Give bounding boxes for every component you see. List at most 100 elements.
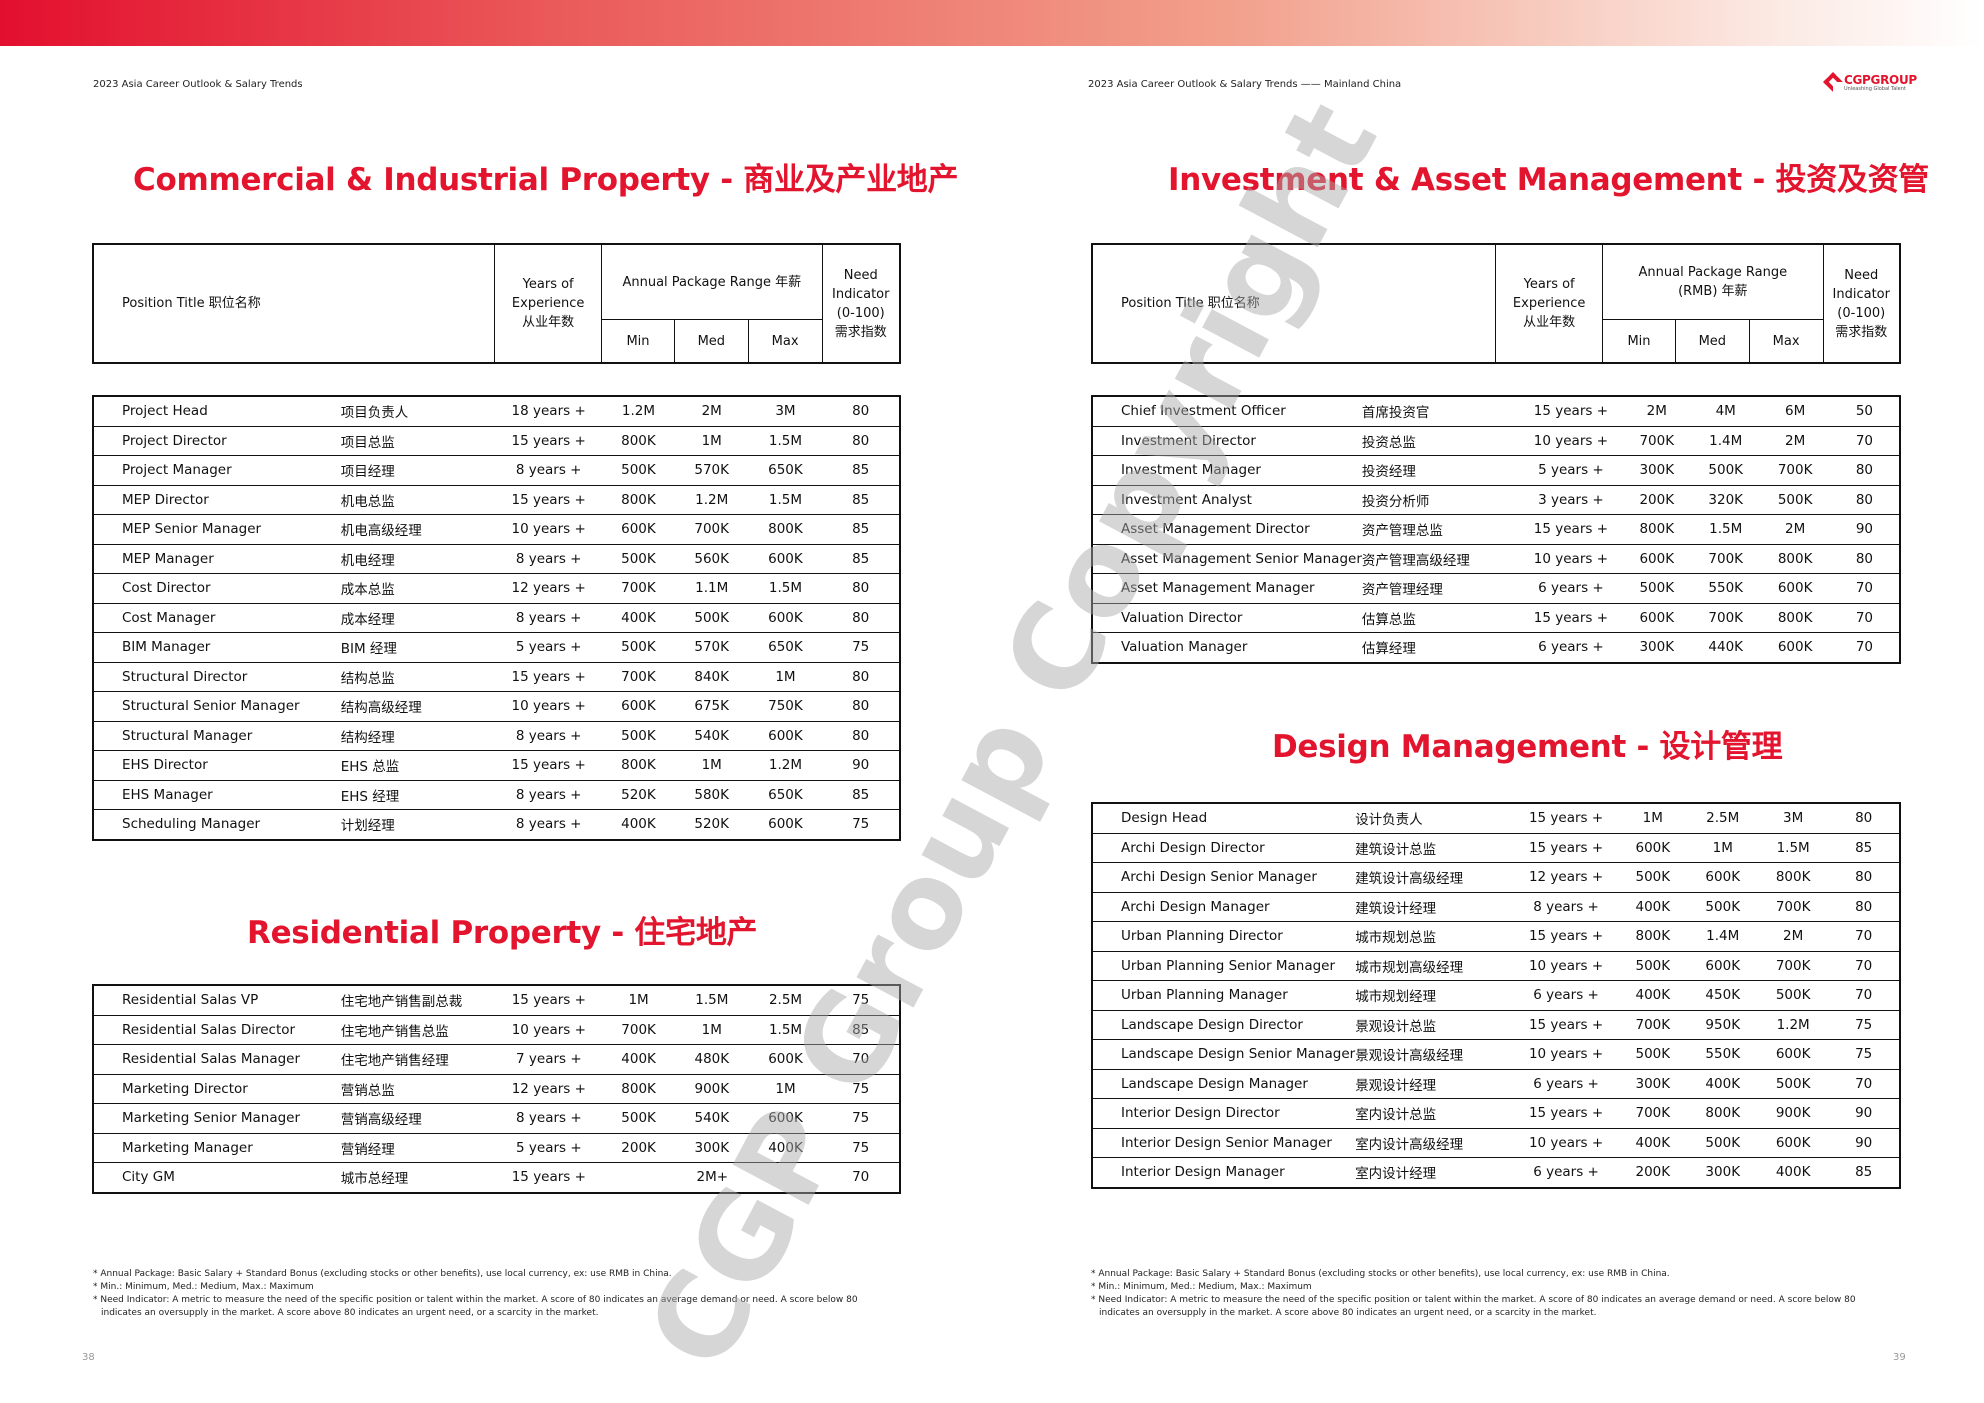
cell-position-cn: EHS 经理 [340, 780, 496, 810]
cell-need: 80 [822, 603, 900, 633]
logo-mark-icon [1823, 72, 1843, 92]
cell-years: 15 years + [1519, 396, 1623, 427]
cell-med: 520K [674, 809, 749, 840]
cell-years: 15 years + [495, 662, 603, 692]
cell-years: 8 years + [1514, 892, 1619, 922]
cell-position-en: Archi Design Senior Manager [1092, 862, 1356, 893]
cell-max: 800K [1760, 603, 1830, 633]
cell-position-en: Archi Design Manager [1092, 892, 1356, 922]
cell-package: 2M+ [602, 1162, 823, 1193]
cell-max: 2.5M [748, 985, 823, 1016]
cell-med: 1.2M [674, 485, 749, 515]
cell-max: 700K [1760, 455, 1830, 486]
cell-years: 10 years + [1514, 1039, 1619, 1070]
cell-years: 10 years + [495, 514, 603, 545]
cell-position-en: BIM Manager [93, 632, 341, 663]
cell-position-en: Asset Management Senior Manager [1092, 544, 1362, 574]
cell-position-en: Investment Analyst [1092, 485, 1362, 515]
cell-min: 800K [602, 426, 675, 456]
cell-need: 90 [1828, 1128, 1900, 1158]
cell-min: 300K [1622, 455, 1692, 486]
cell-min: 500K [602, 632, 675, 663]
cell-position-cn: 资产管理经理 [1361, 573, 1520, 604]
cell-max: 650K [748, 780, 823, 810]
cell-min: 700K [1622, 426, 1692, 456]
right-footnotes: * Annual Package: Basic Salary + Standar… [1091, 1269, 1856, 1318]
cell-need: 80 [1828, 892, 1900, 922]
cell-max: 3M [1757, 803, 1829, 834]
cell-position-en: Structural Manager [93, 721, 341, 751]
cell-min: 300K [1618, 1069, 1688, 1099]
cell-need: 75 [822, 1103, 900, 1134]
cell-years: 10 years + [495, 1015, 603, 1045]
cell-years: 18 years + [495, 396, 603, 427]
cell-max: 3M [748, 396, 823, 427]
cell-max: 650K [748, 632, 823, 663]
cell-position-cn: 项目经理 [340, 455, 496, 486]
cell-position-cn: 投资分析师 [1361, 485, 1520, 515]
cell-med: 700K [1691, 603, 1761, 633]
cell-max: 400K [748, 1133, 823, 1163]
cell-med: 1.1M [674, 573, 749, 604]
cell-med: 320K [1691, 485, 1761, 515]
cell-need: 80 [1828, 862, 1900, 893]
cell-need: 80 [822, 662, 900, 692]
cell-position-en: Investment Manager [1092, 455, 1362, 486]
cell-max: 500K [1760, 485, 1830, 515]
cell-need: 75 [822, 985, 900, 1016]
cell-position-en: Project Director [93, 426, 341, 456]
cell-min: 200K [1618, 1157, 1688, 1188]
cell-need: 70 [822, 1162, 900, 1193]
cell-years: 15 years + [1514, 1098, 1619, 1129]
cell-position-en: Urban Planning Manager [1092, 980, 1356, 1011]
cell-position-cn: 项目总监 [340, 426, 496, 456]
cell-med: 300K [674, 1133, 749, 1163]
cell-years: 15 years + [1514, 803, 1619, 834]
right-page-header: 2023 Asia Career Outlook & Salary Trends… [1088, 79, 1402, 90]
cell-position-cn: 机电总监 [340, 485, 496, 515]
cell-years: 8 years + [495, 455, 603, 486]
cell-max: 1.2M [1757, 1010, 1829, 1040]
cell-med: 600K [1687, 951, 1758, 981]
med-header: Med [673, 319, 749, 364]
cell-position-en: Scheduling Manager [93, 809, 341, 840]
cell-years: 6 years + [1514, 1069, 1619, 1099]
cell-min: 500K [602, 455, 675, 486]
cell-position-en: Asset Management Manager [1092, 573, 1362, 604]
cell-min: 200K [1622, 485, 1692, 515]
cell-years: 15 years + [495, 426, 603, 456]
cell-position-cn: 室内设计经理 [1355, 1157, 1515, 1188]
cell-position-cn: 项目负责人 [340, 396, 496, 427]
cell-position-en: Urban Planning Director [1092, 921, 1356, 952]
cell-need: 80 [1829, 485, 1900, 515]
cell-need: 80 [1829, 544, 1900, 574]
cell-min: 500K [1622, 573, 1692, 604]
cell-position-cn: 住宅地产销售副总裁 [340, 985, 496, 1016]
cell-position-cn: 景观设计经理 [1355, 1069, 1515, 1099]
cell-need: 90 [1829, 514, 1900, 545]
cell-position-cn: 室内设计高级经理 [1355, 1128, 1515, 1158]
cell-med: 300K [1687, 1157, 1758, 1188]
cell-max: 800K [748, 514, 823, 545]
cell-med: 500K [1687, 892, 1758, 922]
cell-min: 1M [602, 985, 675, 1016]
